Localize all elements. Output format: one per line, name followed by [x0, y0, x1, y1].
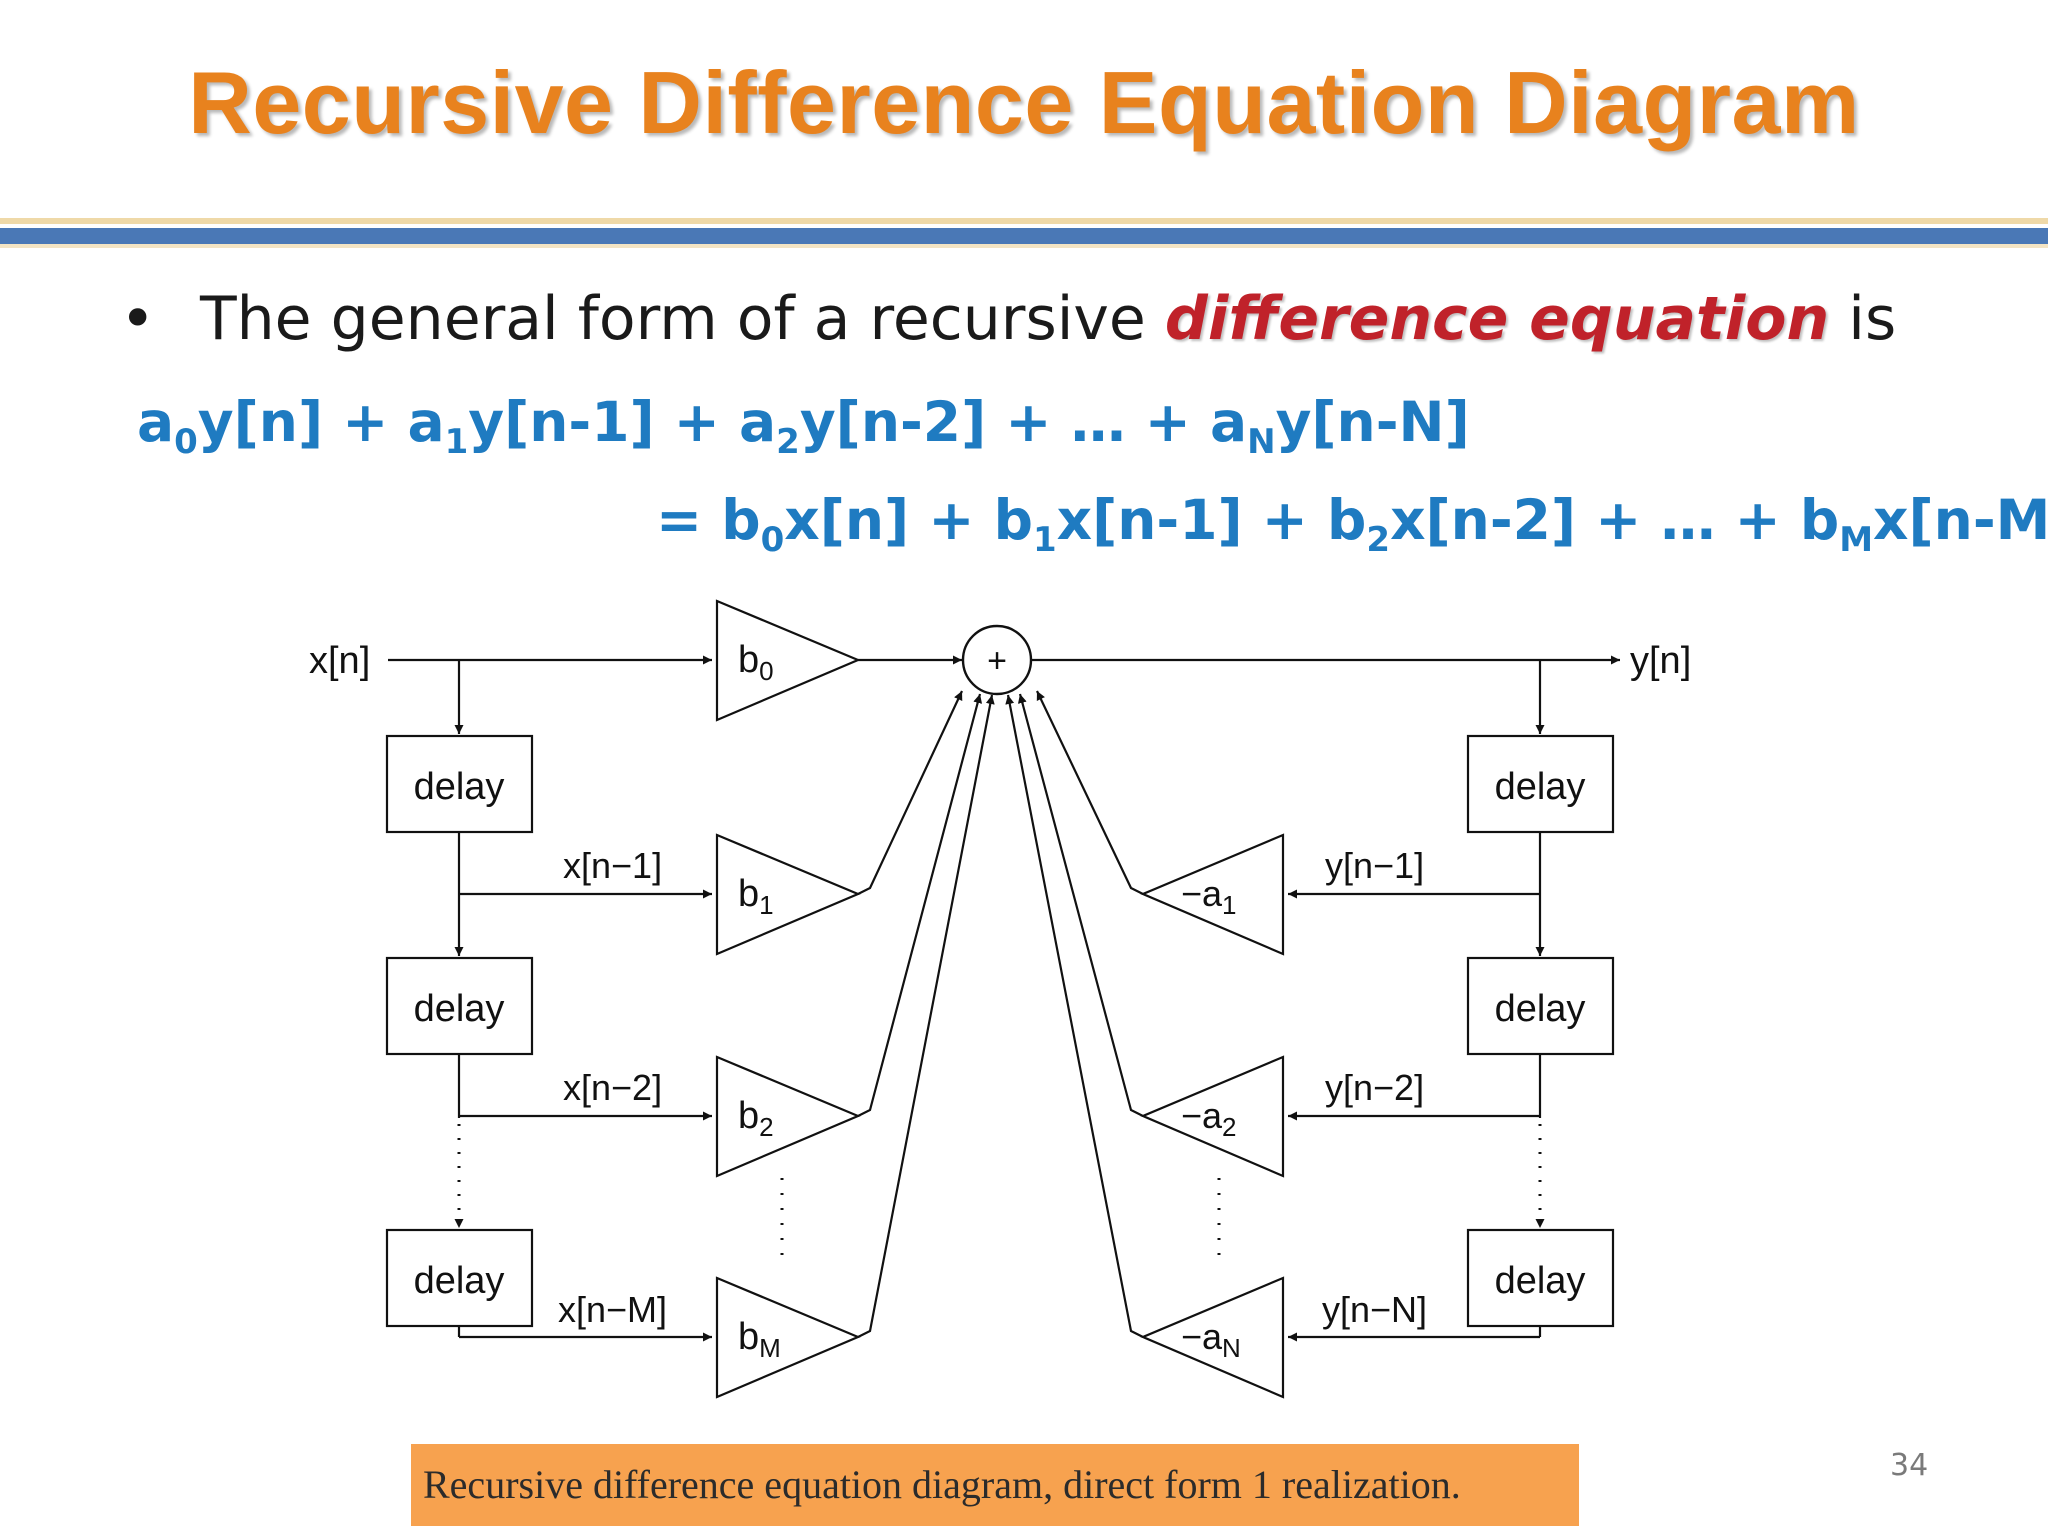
- tap-label: x[n−M]: [558, 1289, 667, 1330]
- delay-block: delay: [385, 956, 534, 1056]
- svg-text:bM: bM: [738, 1316, 781, 1363]
- figure-caption: Recursive difference equation diagram, d…: [411, 1444, 1579, 1526]
- eq-term: a2y[n-2] + … +: [739, 390, 1210, 462]
- a2-to-sum-line: [1017, 693, 1144, 1117]
- gain-aN: −aN: [1140, 1276, 1285, 1399]
- feedback-tap-label: y[n−2]: [1325, 1067, 1424, 1108]
- input-label: x[n]: [309, 640, 370, 682]
- svg-text:delay: delay: [1495, 766, 1586, 808]
- svg-text:b0: b0: [738, 639, 774, 686]
- delay-block: delay: [385, 1228, 534, 1328]
- delay-block: delay: [1466, 956, 1615, 1056]
- delay-block: delay: [1466, 1228, 1615, 1328]
- eq-term: b2x[n-2] + … +: [1327, 488, 1800, 560]
- delay-block: delay: [385, 734, 534, 834]
- svg-text:−aN: −aN: [1181, 1316, 1241, 1363]
- bullet-suffix: is: [1829, 284, 1897, 354]
- bullet-dot-icon: •: [120, 284, 156, 354]
- title-rule-under: [0, 244, 2048, 248]
- eq-term: = b0x[n] +: [656, 488, 994, 560]
- eq-term: bMx[n-M]: [1799, 488, 2048, 560]
- tap-label: x[n−1]: [563, 845, 662, 886]
- svg-text:delay: delay: [414, 766, 505, 808]
- aN-to-sum-line: [1005, 694, 1144, 1338]
- eq-term: a0y[n] +: [137, 390, 408, 462]
- gain-a2: −a2: [1140, 1055, 1285, 1178]
- gain-b0: b0: [715, 599, 861, 722]
- svg-text:delay: delay: [414, 988, 505, 1030]
- svg-text:delay: delay: [414, 1260, 505, 1302]
- summer-symbol: +: [987, 642, 1007, 680]
- feedback-tap-label: y[n−1]: [1325, 845, 1424, 886]
- title-rule: [0, 228, 2048, 244]
- b1-to-sum-line: [857, 690, 963, 895]
- svg-text:b2: b2: [738, 1095, 774, 1142]
- equation-rhs: = b0x[n] + b1x[n-1] + b2x[n-2] + … + bMx…: [656, 488, 2048, 560]
- slide-title: Recursive Difference Equation Diagram: [188, 53, 1860, 152]
- svg-text:−a1: −a1: [1181, 873, 1237, 920]
- bullet-text: The general form of a recursive: [200, 284, 1165, 354]
- output-label: y[n]: [1630, 640, 1691, 682]
- gain-b1: b1: [715, 833, 861, 956]
- gain-bM: bM: [715, 1276, 861, 1399]
- feedback-tap-label: y[n−N]: [1322, 1289, 1427, 1330]
- svg-text:b1: b1: [738, 873, 774, 920]
- bullet-point: • The general form of a recursive differe…: [120, 284, 1896, 354]
- svg-text:delay: delay: [1495, 1260, 1586, 1302]
- eq-term: a1y[n-1] +: [407, 390, 740, 462]
- equation-lhs: a0y[n] + a1y[n-1] + a2y[n-2] + … + aNy[n…: [137, 390, 1470, 462]
- bM-to-sum-line: [857, 694, 995, 1338]
- eq-term: b1x[n-1] +: [993, 488, 1328, 560]
- title-rule-light: [0, 218, 2048, 224]
- delay-block: delay: [1466, 734, 1615, 834]
- gain-b2: b2: [715, 1055, 861, 1178]
- tap-label: x[n−2]: [563, 1067, 662, 1108]
- gain-a1: −a1: [1140, 833, 1285, 956]
- b2-to-sum-line: [857, 693, 983, 1117]
- svg-text:delay: delay: [1495, 988, 1586, 1030]
- svg-text:−a2: −a2: [1181, 1095, 1237, 1142]
- highlight-term: difference equation: [1164, 284, 1830, 354]
- summer-junction: [961, 624, 1033, 696]
- eq-term: aNy[n-N]: [1209, 390, 1470, 462]
- page-number: 34: [1890, 1448, 1929, 1483]
- a1-to-sum-line: [1036, 690, 1144, 895]
